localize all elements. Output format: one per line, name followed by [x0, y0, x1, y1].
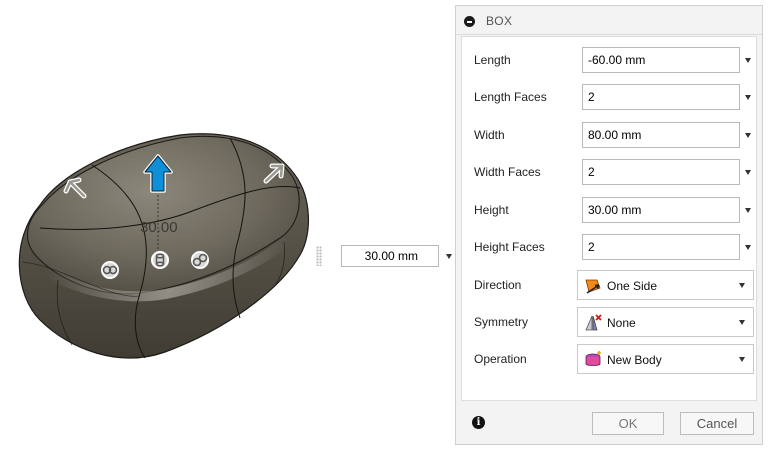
length-chevron-down-icon[interactable]	[745, 58, 751, 63]
chevron-down-icon[interactable]	[446, 254, 452, 259]
direction-select[interactable]: One Side	[577, 270, 754, 300]
height-faces-handle-icon[interactable]	[151, 251, 169, 269]
symmetry-select[interactable]: None	[577, 307, 754, 337]
operation-row: Operation New Body	[462, 341, 756, 378]
operation-select[interactable]: New Body	[577, 344, 754, 374]
width-faces-field[interactable]	[582, 159, 740, 185]
operation-label: Operation	[474, 352, 527, 366]
width-faces-row: Width Faces	[462, 154, 756, 191]
length-label: Length	[474, 53, 511, 67]
dimension-label: 30.00	[140, 219, 178, 236]
width-faces-handle-icon[interactable]	[191, 251, 209, 269]
new-body-icon	[585, 351, 601, 366]
width-faces-chevron-down-icon[interactable]	[745, 170, 751, 175]
height-row: Height	[462, 192, 756, 229]
direction-value: One Side	[607, 279, 658, 293]
length-faces-label: Length Faces	[474, 90, 547, 104]
height-faces-row: Height Faces	[462, 229, 756, 266]
dialog-body: Length Length Faces Width Width Faces	[461, 36, 757, 401]
height-faces-input[interactable]	[588, 235, 736, 259]
symmetry-label: Symmetry	[474, 315, 528, 329]
length-row: Length	[462, 42, 756, 79]
width-row: Width	[462, 117, 756, 154]
length-faces-input[interactable]	[588, 85, 736, 109]
dialog-title: BOX	[486, 14, 513, 28]
width-chevron-down-icon[interactable]	[745, 133, 751, 138]
operation-chevron-down-icon	[739, 357, 745, 362]
symmetry-row: Symmetry None	[462, 304, 756, 341]
box-dialog: BOX Length Length Faces Width	[455, 5, 763, 445]
length-field[interactable]	[582, 47, 740, 73]
length-faces-chevron-down-icon[interactable]	[745, 95, 751, 100]
collapse-icon[interactable]	[464, 16, 475, 27]
height-arrow-icon[interactable]	[143, 154, 173, 193]
drag-grip-icon[interactable]	[316, 246, 322, 266]
symmetry-value: None	[607, 316, 636, 330]
width-field[interactable]	[582, 122, 740, 148]
height-input[interactable]	[588, 198, 736, 222]
operation-value: New Body	[607, 353, 662, 367]
height-faces-field[interactable]	[582, 234, 740, 260]
length-faces-field[interactable]	[582, 84, 740, 110]
height-faces-chevron-down-icon[interactable]	[745, 245, 751, 250]
direction-row: Direction One Side	[462, 267, 756, 304]
canvas-viewport[interactable]: 30.00	[0, 0, 455, 455]
ok-button[interactable]: OK	[592, 412, 664, 435]
length-input[interactable]	[588, 48, 736, 72]
dialog-header: BOX	[456, 6, 762, 35]
width-input[interactable]	[588, 123, 736, 147]
height-label: Height	[474, 203, 509, 217]
direction-label: Direction	[474, 278, 522, 292]
viewport-scene: 30.00	[18, 133, 309, 359]
info-icon[interactable]: i	[472, 416, 485, 429]
direction-chevron-down-icon	[739, 283, 745, 288]
width-arrow-right-icon[interactable]	[263, 163, 285, 184]
height-value-field[interactable]	[341, 245, 452, 267]
symmetry-chevron-down-icon	[739, 320, 745, 325]
length-faces-handle-icon[interactable]	[101, 261, 119, 279]
width-faces-label: Width Faces	[474, 165, 541, 179]
height-faces-label: Height Faces	[474, 240, 545, 254]
width-label: Width	[474, 128, 505, 142]
width-arrow-left-icon[interactable]	[63, 177, 87, 199]
height-value-input-overlay	[316, 243, 452, 269]
box-body[interactable]	[18, 133, 309, 359]
length-faces-row: Length Faces	[462, 79, 756, 116]
direction-icon	[585, 279, 601, 294]
height-value-input[interactable]	[342, 246, 418, 266]
symmetry-icon	[585, 314, 602, 331]
height-field[interactable]	[582, 197, 740, 223]
cancel-button[interactable]: Cancel	[680, 412, 754, 435]
width-faces-input[interactable]	[588, 160, 736, 184]
height-chevron-down-icon[interactable]	[745, 208, 751, 213]
